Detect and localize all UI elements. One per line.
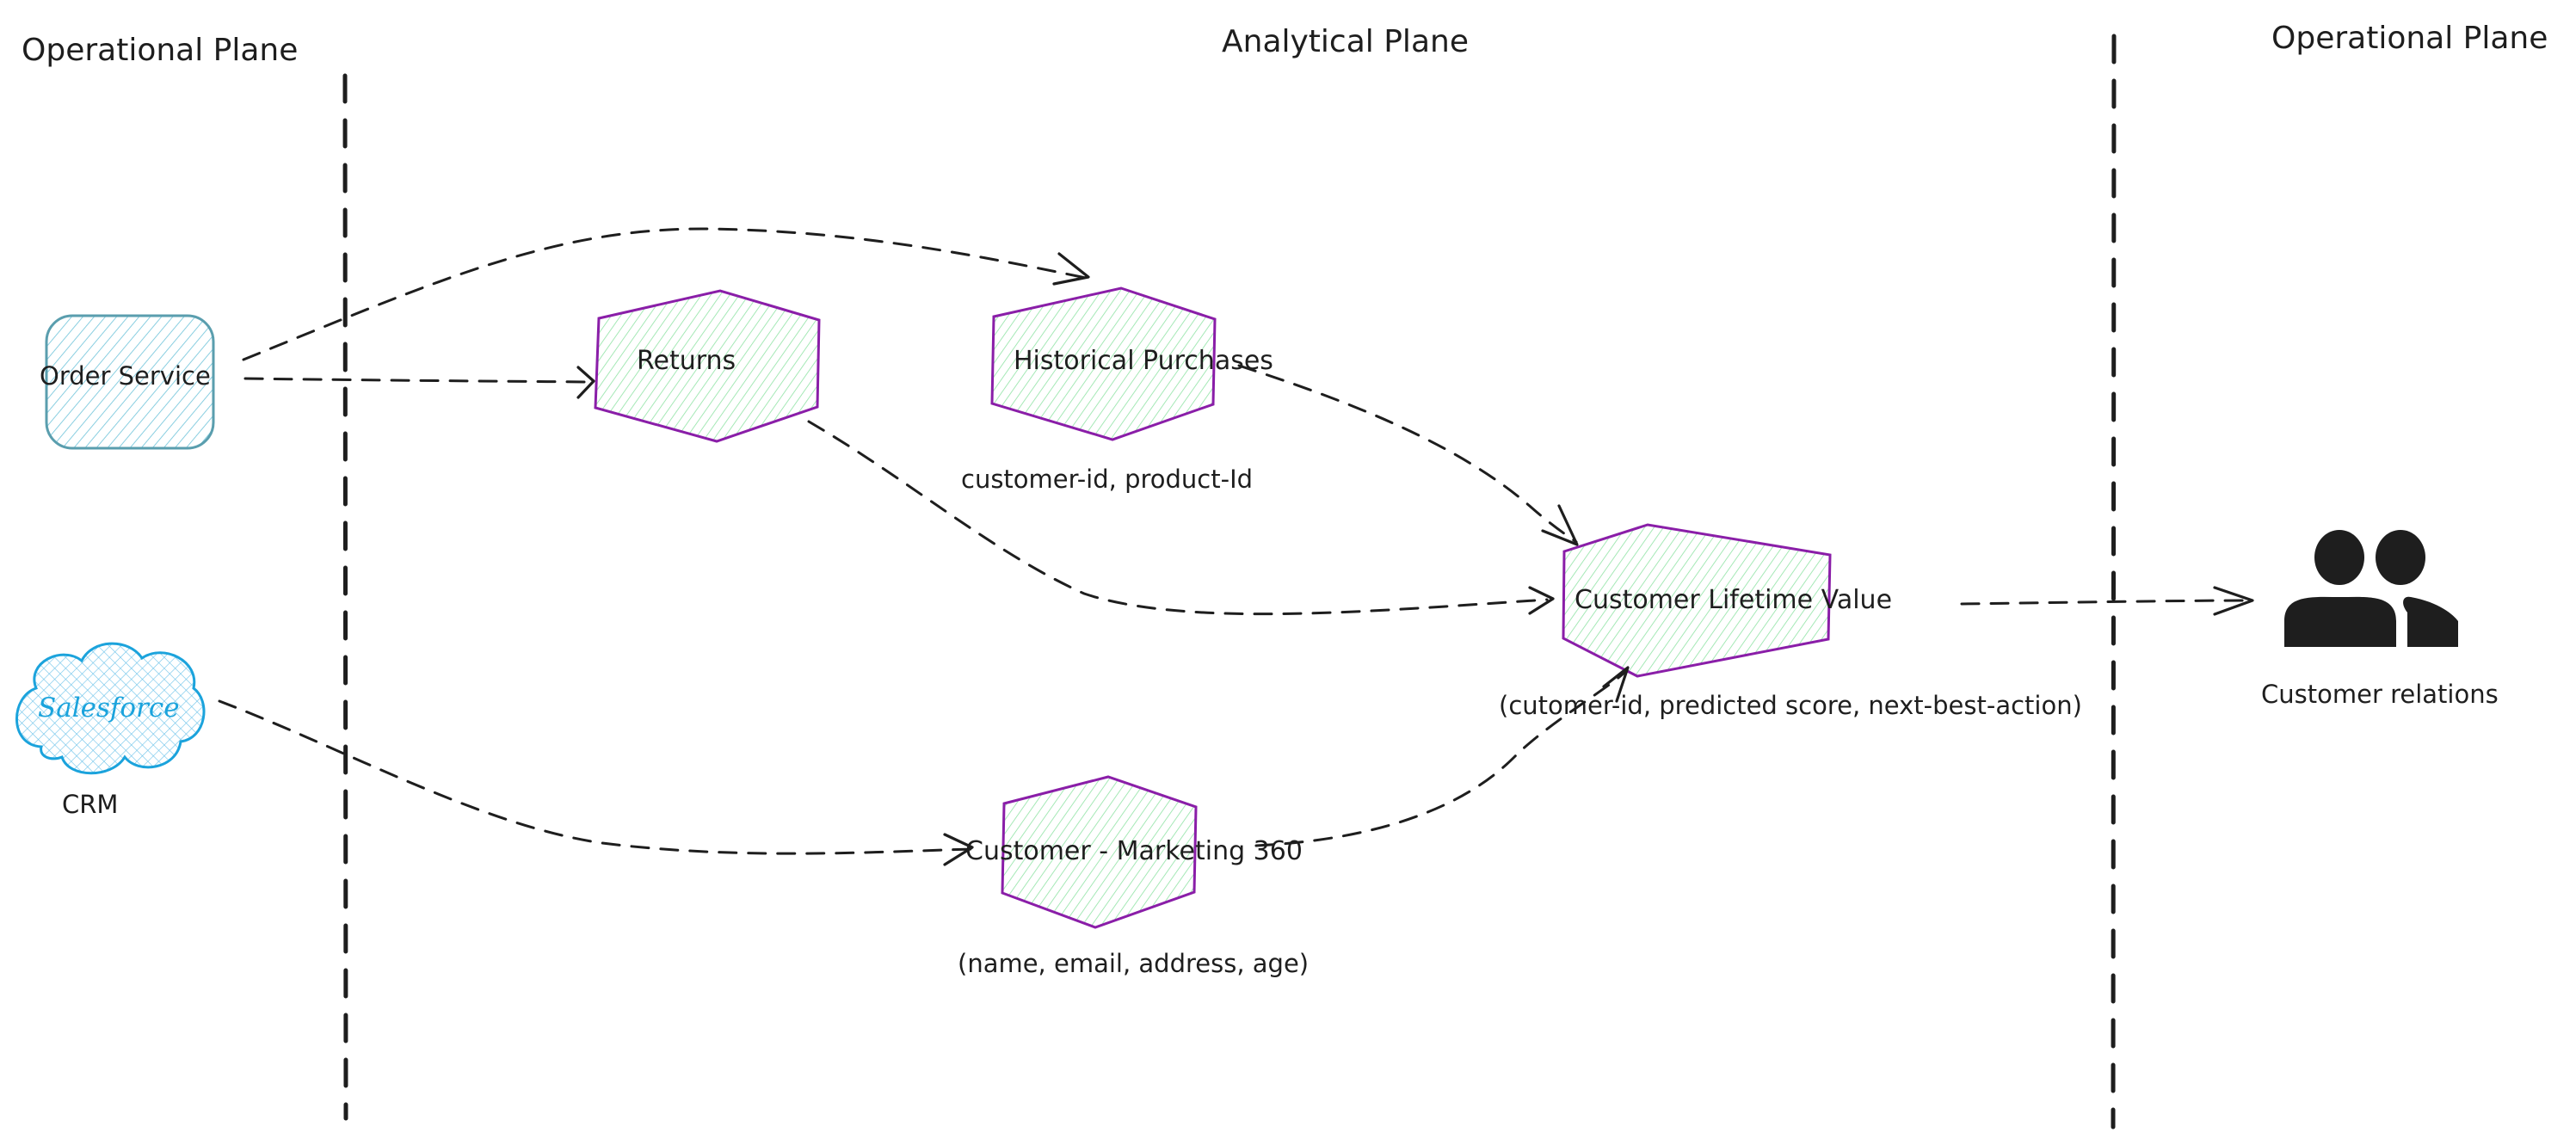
edge-order-to-returns (243, 377, 592, 384)
customer-relations-caption: Customer relations (2261, 680, 2499, 709)
left-plane-divider (342, 73, 348, 1121)
historical-purchases-label: Historical Purchases (1014, 346, 1273, 376)
clv-note: (cutomer-id, predicted score, next-best-… (1499, 691, 2082, 720)
arrowhead-clv-from-historical (1541, 504, 1579, 546)
right-plane-title: Operational Plane (2271, 21, 2548, 56)
right-plane-divider (2111, 34, 2117, 1130)
order-service-node[interactable] (45, 314, 215, 450)
salesforce-cloud-icon[interactable] (15, 642, 206, 775)
arrowhead-customer-relations (2213, 586, 2254, 616)
edge-salesforce-to-marketing360 (218, 699, 974, 855)
returns-label: Returns (637, 346, 736, 376)
customer-lifetime-value-hexagon[interactable] (1562, 523, 1832, 678)
crm-caption: CRM (62, 790, 119, 819)
marketing360-label: Customer - Marketing 360 (965, 836, 1303, 866)
arrowhead-returns (576, 366, 595, 399)
clv-label: Customer Lifetime Value (1575, 585, 1893, 615)
salesforce-logo-text: Salesforce (38, 693, 180, 723)
order-service-label: Order Service (40, 361, 211, 391)
arrowhead-historical (1052, 252, 1090, 286)
edge-marketing360-to-clv (1254, 669, 1628, 847)
marketing360-note: (name, email, address, age) (958, 949, 1310, 978)
analytical-plane-title: Analytical Plane (1222, 24, 1469, 59)
arrowhead-marketing360 (943, 833, 974, 866)
edge-returns-to-clv (807, 420, 1549, 616)
edge-order-to-historical (242, 227, 1088, 361)
arrowhead-clv-from-returns (1528, 586, 1555, 615)
edge-clv-to-customer-relations (1960, 599, 2249, 606)
users-icon[interactable] (2284, 530, 2458, 647)
historical-purchases-hexagon[interactable] (990, 286, 1217, 441)
edge-historical-to-clv (1237, 364, 1578, 544)
returns-hexagon[interactable] (594, 289, 821, 443)
left-plane-title: Operational Plane (22, 33, 299, 68)
historical-purchases-note: customer-id, product-Id (961, 465, 1254, 494)
arrowhead-clv-from-marketing360 (1602, 666, 1630, 703)
customer-marketing-360-hexagon[interactable] (1001, 775, 1198, 929)
